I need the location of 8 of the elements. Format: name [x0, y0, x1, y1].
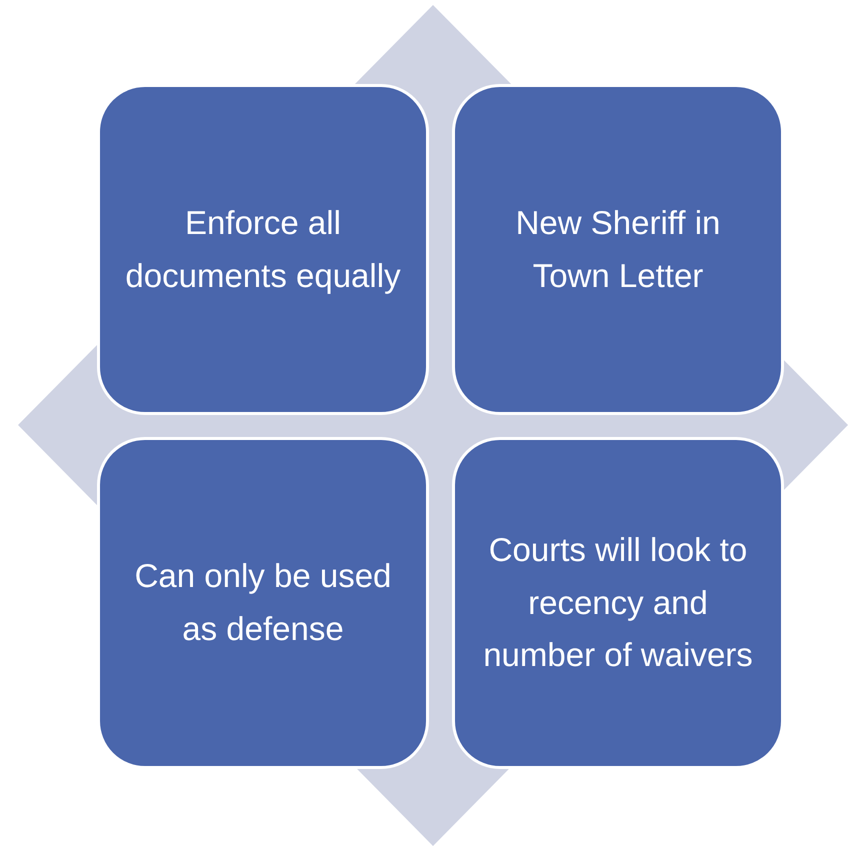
box-text: New Sheriff in Town Letter	[514, 202, 722, 296]
rounded-box	[452, 437, 784, 769]
box-text: Courts will look to recency and number of waivers	[482, 530, 754, 676]
rounded-box	[97, 437, 429, 769]
box-text: Can only be used as defense	[134, 556, 392, 649]
rounded-box	[97, 84, 429, 415]
rounded-box	[452, 84, 784, 415]
box-text: Enforce all documents equally	[124, 202, 402, 296]
